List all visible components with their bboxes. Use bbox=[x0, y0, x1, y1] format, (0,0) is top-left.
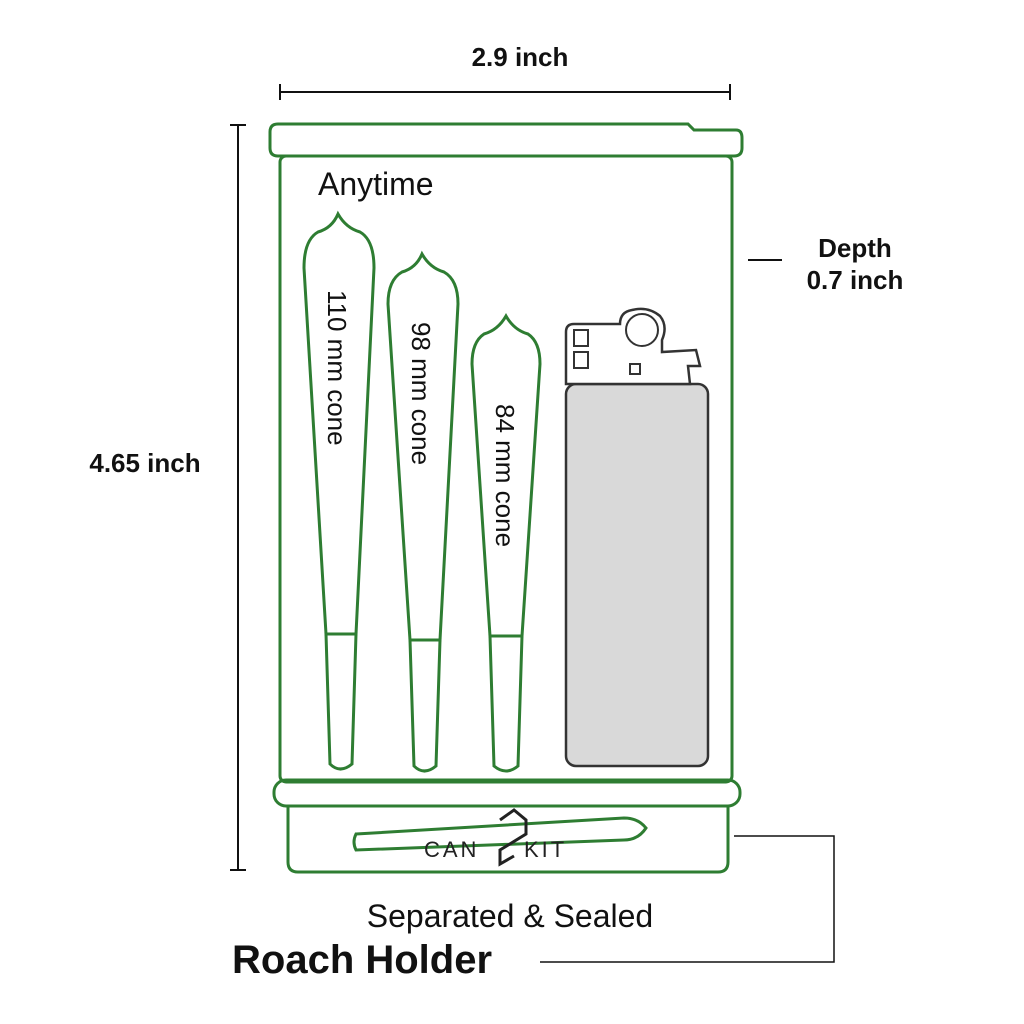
brand-word: Anytime bbox=[318, 166, 434, 202]
depth-value: 0.7 inch bbox=[806, 265, 904, 295]
cone-label-110mm: 110 mm cone bbox=[322, 290, 352, 446]
container-lid bbox=[268, 122, 744, 158]
cone-label-84mm: 84 mm cone bbox=[490, 404, 520, 547]
callout-subtitle: Separated & Sealed bbox=[366, 898, 654, 934]
svg-text:KIT: KIT bbox=[524, 837, 567, 862]
height-label: 4.65 inch bbox=[89, 448, 201, 478]
cone-110mm bbox=[302, 210, 376, 771]
cone-label-98mm: 98 mm cone bbox=[406, 322, 436, 465]
lighter-icon bbox=[564, 307, 710, 768]
depth-label: Depth 0.7 inch bbox=[780, 232, 930, 296]
cone-98mm bbox=[386, 250, 460, 773]
width-dimension-line bbox=[279, 84, 731, 100]
callout-leader-line bbox=[540, 835, 835, 963]
cone-84mm bbox=[470, 312, 542, 773]
container-body bbox=[278, 154, 734, 784]
width-label: 2.9 inch bbox=[471, 42, 569, 72]
roach-cone bbox=[352, 816, 648, 852]
roach-holder-compartment bbox=[286, 804, 730, 874]
depth-title: Depth bbox=[818, 233, 892, 263]
can2kit-logo: CAN KIT bbox=[424, 808, 567, 867]
svg-text:CAN: CAN bbox=[424, 837, 479, 862]
callout-title: Roach Holder bbox=[232, 938, 493, 982]
container-rim bbox=[272, 778, 742, 808]
height-dimension-line bbox=[230, 124, 246, 871]
